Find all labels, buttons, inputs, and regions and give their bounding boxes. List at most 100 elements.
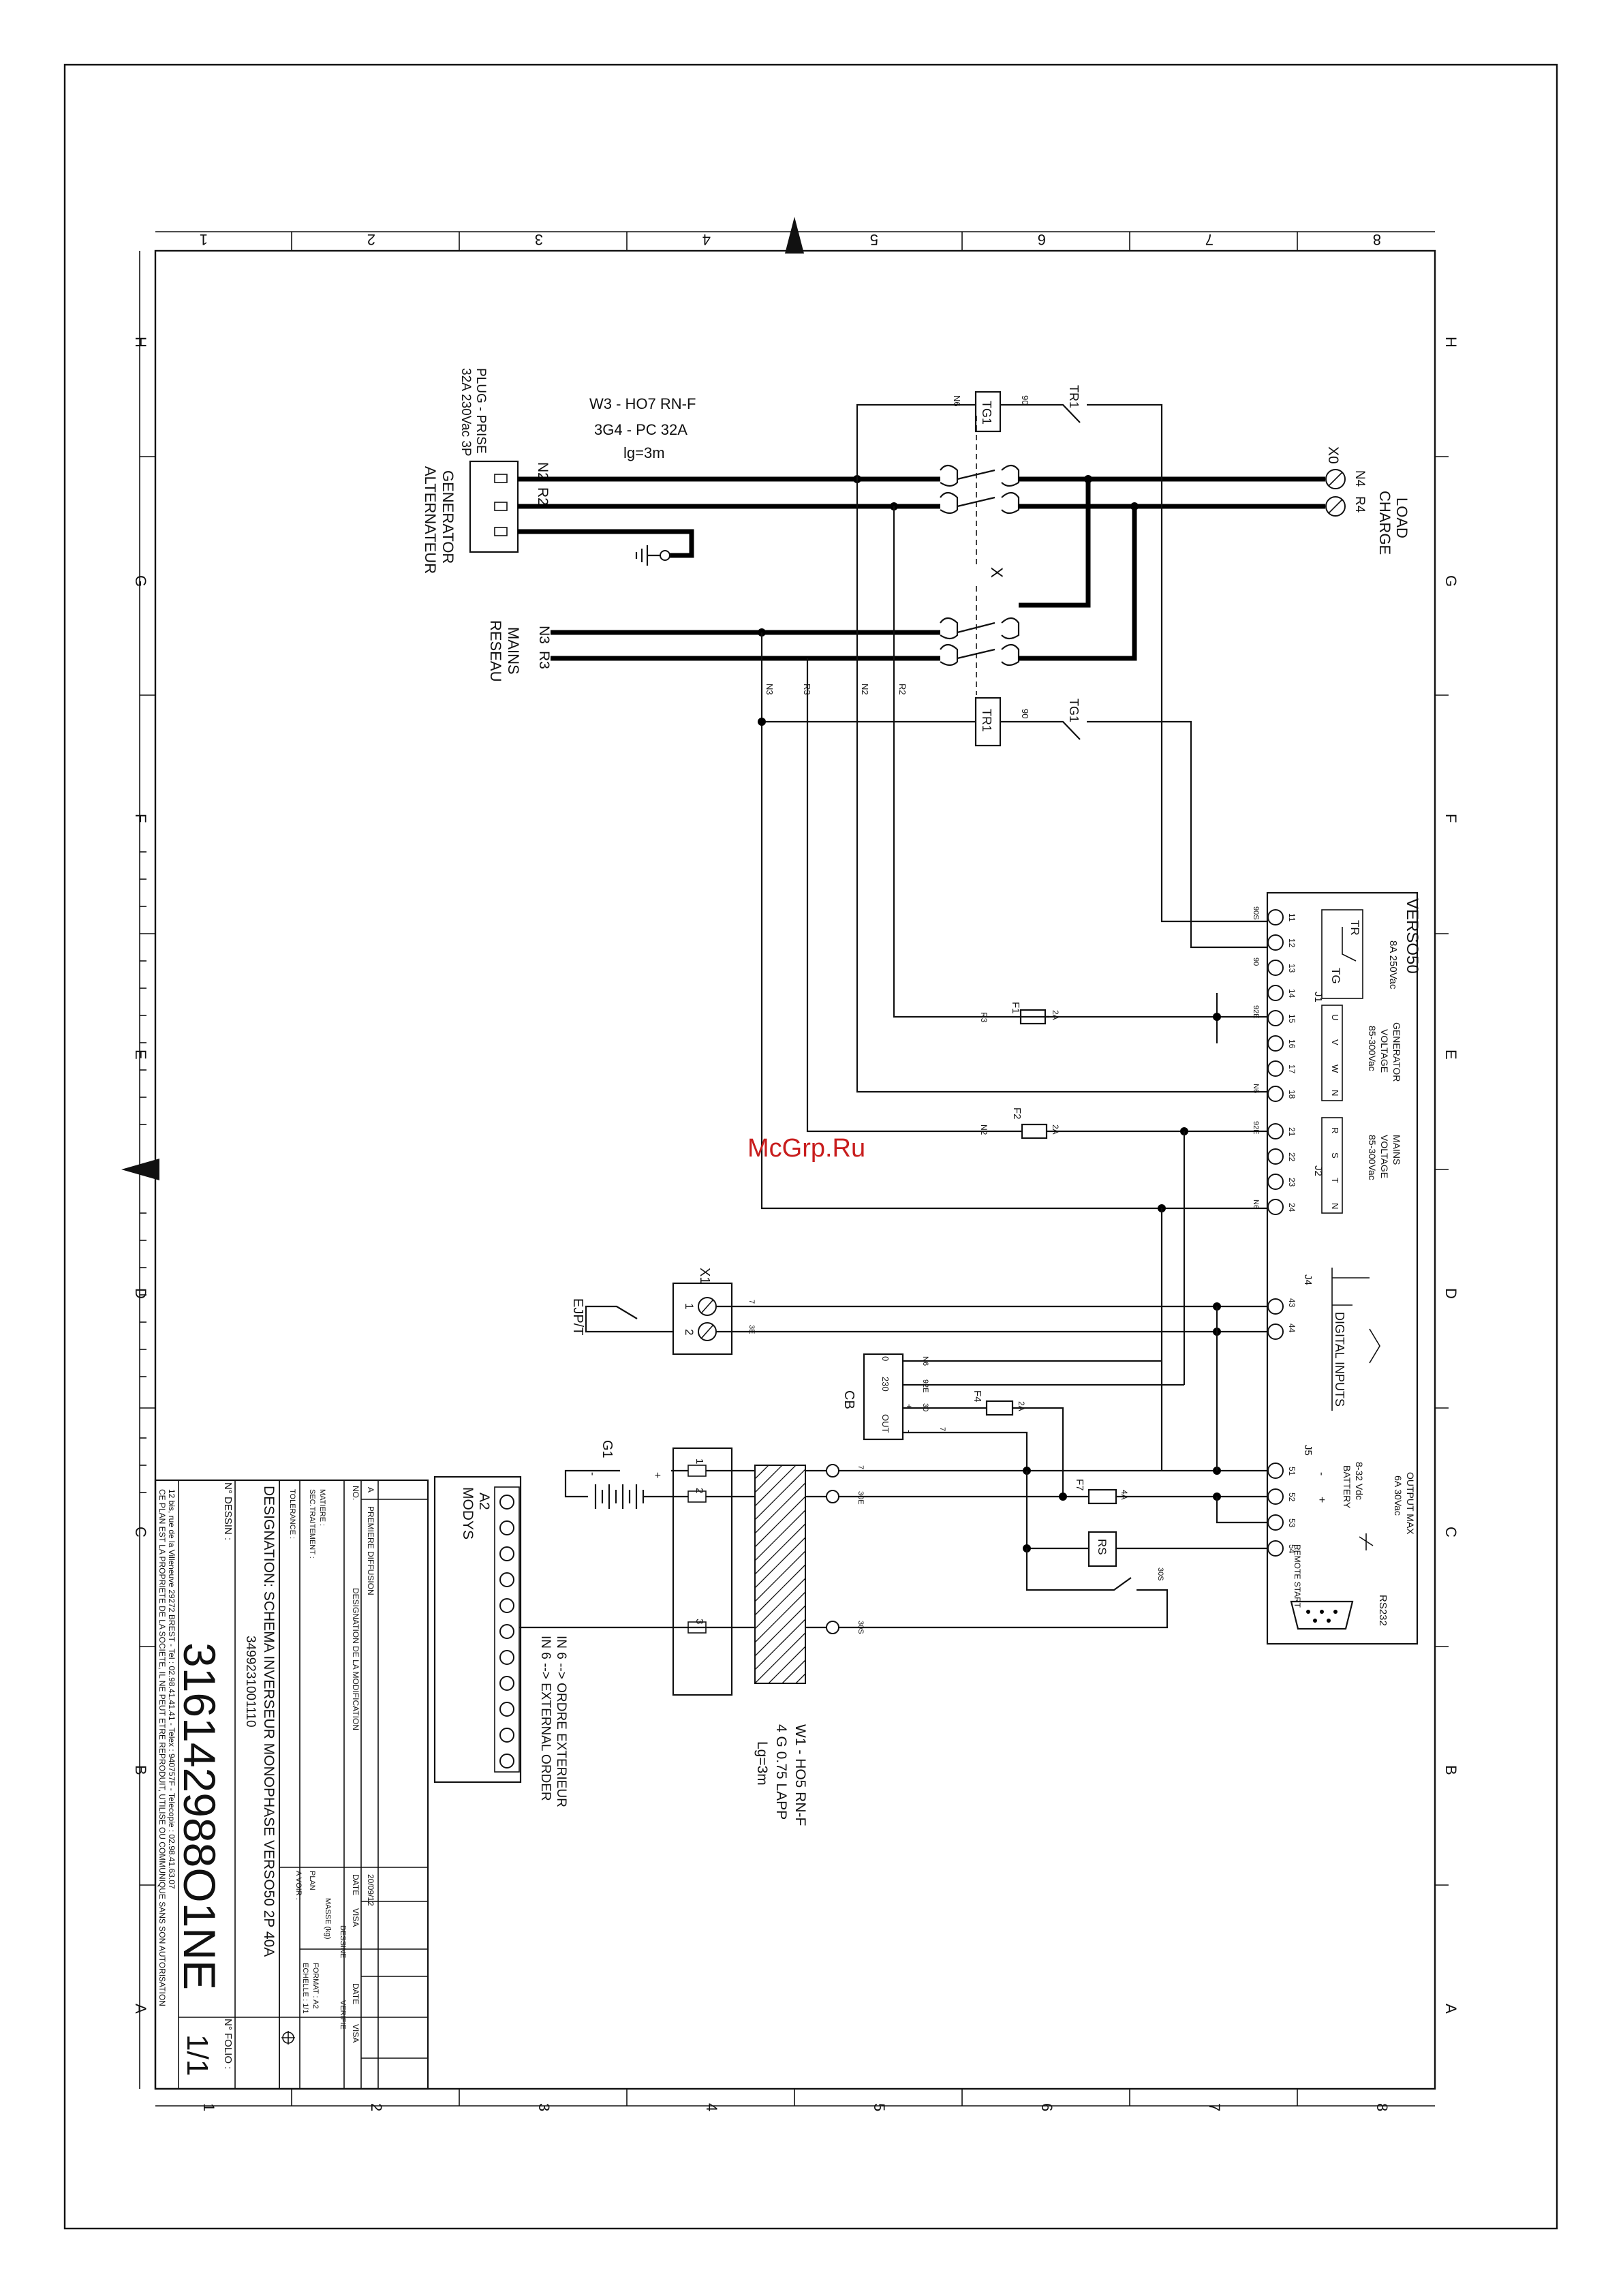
cable-w1-line2: 4 G 0.75 LAPP xyxy=(773,1724,789,1820)
svg-text:2A: 2A xyxy=(1017,1401,1026,1411)
svg-text:A: A xyxy=(366,1487,375,1493)
svg-text:16: 16 xyxy=(1287,1039,1297,1049)
svg-text:TR: TR xyxy=(1348,920,1361,936)
svg-text:2: 2 xyxy=(683,1329,696,1335)
svg-text:18: 18 xyxy=(1287,1090,1297,1099)
fuse-f1-label: F1 xyxy=(1010,1002,1021,1014)
tr1-aux-label: TR1 xyxy=(1067,385,1081,408)
ejp-input: X1 1 2 EJP/T 7 3E xyxy=(570,1268,1267,1356)
svg-text:22: 22 xyxy=(1287,1152,1297,1162)
load-r4: R4 xyxy=(1352,496,1367,513)
svg-text:N6: N6 xyxy=(921,1356,929,1366)
column-scale-bottom: 1 2 3 4 5 6 7 8 xyxy=(155,2089,1435,2111)
col-label-8-bottom: 8 xyxy=(1374,2103,1391,2111)
wire-r2-sense xyxy=(893,506,1021,1018)
mains-n3: N3 xyxy=(536,626,552,644)
mains-label-line1: MAINS xyxy=(505,627,522,675)
svg-text:2A: 2A xyxy=(1051,1124,1060,1135)
contactor-tg1 xyxy=(940,416,1020,566)
svg-text:PLAN: PLAN xyxy=(308,1871,316,1891)
coil-tr1-label: TR1 xyxy=(980,709,993,732)
j5-terminals: 51 52 53 54 xyxy=(1267,1463,1297,1557)
modys-label-line1: A2 xyxy=(476,1493,492,1510)
modys-terminals xyxy=(499,1495,514,1769)
company-line2: CE PLAN EST LA PROPRIETE DE LA SOCIETE, … xyxy=(157,1489,167,2006)
digital-input-symbol xyxy=(1331,1268,1380,1411)
cable-w3-line2: 3G4 - PC 32A xyxy=(594,421,687,438)
col-label-6-bottom: 6 xyxy=(1038,2103,1055,2111)
svg-text:15: 15 xyxy=(1287,1014,1297,1024)
svg-text:VOLTAGE: VOLTAGE xyxy=(1379,1135,1390,1178)
svg-text:1: 1 xyxy=(694,1458,705,1464)
row-label-f: F xyxy=(132,814,149,823)
svg-text:PREMIERE DIFFUSION: PREMIERE DIFFUSION xyxy=(366,1506,375,1595)
svg-text:23: 23 xyxy=(1287,1178,1297,1187)
svg-text:R2: R2 xyxy=(897,684,908,695)
verso50-box xyxy=(1266,891,1419,1645)
watermark: McGrp.Ru xyxy=(747,1134,865,1163)
svg-text:GENERATOR: GENERATOR xyxy=(1391,1022,1402,1082)
svg-text:52: 52 xyxy=(1287,1493,1297,1502)
svg-text:24: 24 xyxy=(1287,1203,1297,1212)
cable-w1-line3: Lg=3m xyxy=(754,1741,770,1786)
svg-text:MATIERE :: MATIERE : xyxy=(318,1489,326,1526)
load-label-line1: LOAD xyxy=(1393,498,1410,538)
company-line1: 12 bis, rue de la Villeneuve 29272 BREST… xyxy=(167,1489,176,1889)
connector-box xyxy=(672,1447,733,1696)
modys-label-line2: MODYS xyxy=(460,1487,476,1540)
row-label-a: A xyxy=(132,2004,149,2014)
col-label-1: 1 xyxy=(200,231,208,248)
svg-text:53: 53 xyxy=(1287,1518,1297,1528)
svg-text:92E: 92E xyxy=(1252,1121,1260,1135)
svg-text:N6: N6 xyxy=(952,395,962,407)
row-label-b-right: B xyxy=(1442,1765,1459,1775)
col-label-7: 7 xyxy=(1205,231,1214,248)
row-label-h: H xyxy=(132,337,149,348)
mains-label-line2: RESEAU xyxy=(487,620,504,682)
col-label-3-bottom: 3 xyxy=(536,2103,553,2111)
svg-text:13: 13 xyxy=(1287,964,1297,973)
cable-w3-line3: lg=3m xyxy=(623,444,665,461)
svg-text:VERIFIE: VERIFIE xyxy=(339,2000,347,2030)
x1-label: X1 xyxy=(697,1268,712,1284)
j1-terminals: 11 12 13 14 15 16 17 18 xyxy=(1267,909,1297,1102)
svg-text:N: N xyxy=(1330,1203,1340,1209)
row-label-d-right: D xyxy=(1442,1288,1459,1299)
svg-text:MAINS: MAINS xyxy=(1391,1135,1402,1165)
svg-text:BATTERY: BATTERY xyxy=(1342,1465,1352,1509)
svg-text:OUTPUT MAX: OUTPUT MAX xyxy=(1405,1472,1416,1535)
svg-text:N3: N3 xyxy=(764,684,775,695)
relay-symbol xyxy=(1321,909,1363,999)
load-n4: N4 xyxy=(1352,470,1367,487)
mains-r3: R3 xyxy=(536,651,552,669)
col-label-2: 2 xyxy=(367,231,375,248)
svg-text:DESSINE: DESSINE xyxy=(339,1925,347,1958)
load-x0: X0 xyxy=(1325,446,1341,464)
cb-label: CB xyxy=(841,1390,856,1409)
svg-text:VISA: VISA xyxy=(351,2024,360,2042)
svg-text:NO.: NO. xyxy=(351,1486,360,1500)
svg-text:R: R xyxy=(1330,1127,1340,1133)
terminal-block-x1 xyxy=(672,1282,733,1356)
svg-text:85-300Vac: 85-300Vac xyxy=(1367,1135,1378,1180)
svg-text:90: 90 xyxy=(1020,395,1030,405)
verso50-title: VERSO50 xyxy=(1403,898,1421,974)
svg-text:12: 12 xyxy=(1287,938,1297,948)
svg-text:R3: R3 xyxy=(979,1012,989,1023)
svg-text:4A: 4A xyxy=(1119,1490,1129,1500)
fuse-f2-label: F2 xyxy=(1011,1107,1023,1120)
svg-text:7: 7 xyxy=(856,1465,865,1469)
modys-a2 xyxy=(433,1475,522,1784)
generator-plug xyxy=(469,460,519,553)
col-label-7-bottom: 7 xyxy=(1206,2103,1223,2111)
svg-text:SEC.TRAITEMENT :: SEC.TRAITEMENT : xyxy=(308,1489,316,1559)
svg-text:J2: J2 xyxy=(1312,1165,1324,1176)
load-label-line2: CHARGE xyxy=(1376,491,1393,555)
order-label-line2: IN 6 --> EXTERNAL ORDER xyxy=(538,1636,553,1801)
row-label-a-right: A xyxy=(1442,2004,1459,2014)
row-scale-right: H G F E D C B A xyxy=(1435,337,1459,2014)
verso50-relay-rating: 8A 250Vac xyxy=(1387,940,1399,990)
interlock-mark: X xyxy=(987,567,1006,578)
title-block: 12 bis, rue de la Villeneuve 29272 BREST… xyxy=(154,1479,429,2090)
digital-inputs-label: DIGITAL INPUTS xyxy=(1333,1312,1346,1407)
